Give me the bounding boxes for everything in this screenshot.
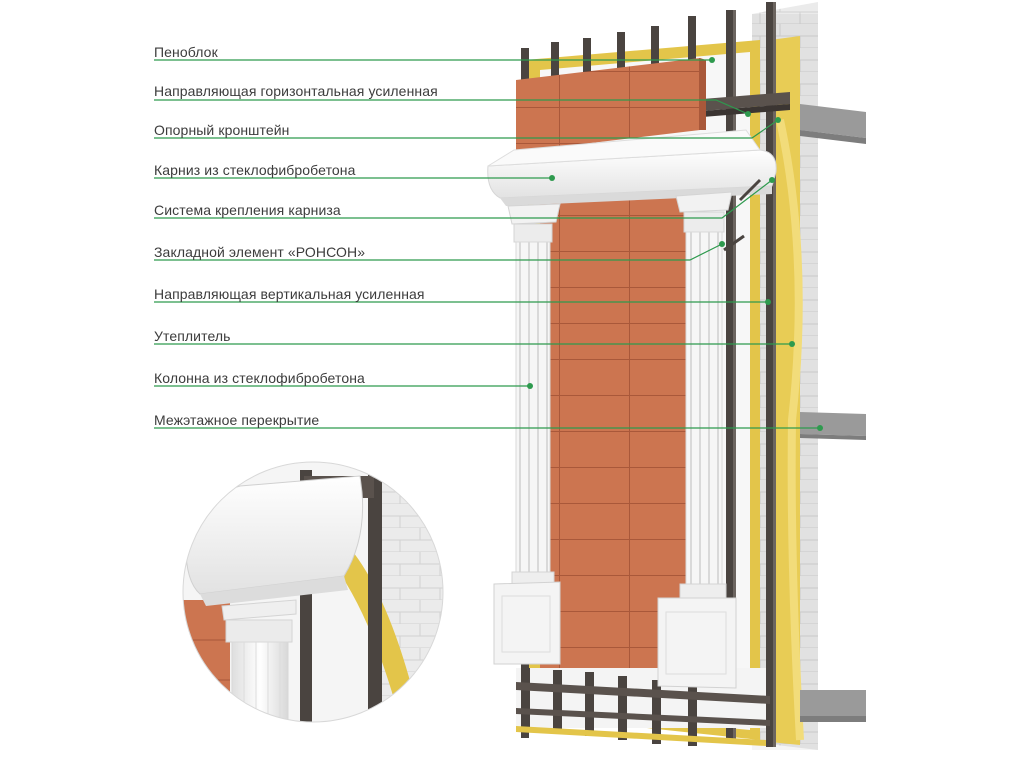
leader-lines bbox=[154, 59, 820, 429]
leader-dots bbox=[527, 57, 823, 431]
label-bracket: Опорный кронштейн bbox=[154, 122, 290, 138]
floor-slabs bbox=[800, 104, 866, 722]
label-column: Колонна из стеклофибробетона bbox=[154, 370, 365, 386]
tile-cladding bbox=[540, 186, 690, 690]
leader-embedded-element bbox=[154, 243, 723, 261]
leader-bracket bbox=[154, 119, 779, 139]
gfrc-column-right bbox=[657, 191, 737, 689]
leader-guide-horizontal bbox=[154, 99, 749, 115]
upper-tile-cladding bbox=[516, 58, 706, 152]
gfrc-column-left bbox=[493, 203, 561, 665]
leader-cornice-mount bbox=[154, 179, 773, 219]
label-embedded-element: Закладной элемент «РОНСОН» bbox=[154, 244, 366, 260]
gfrc-cornice bbox=[487, 129, 777, 206]
label-guide-horizontal: Направляющая горизонтальная усиленная bbox=[154, 83, 438, 99]
label-guide-vertical: Направляющая вертикальная усиленная bbox=[154, 286, 425, 302]
label-insulation: Утеплитель bbox=[154, 328, 231, 344]
cornice-mounting-parts bbox=[723, 178, 762, 252]
label-penoblok: Пеноблок bbox=[154, 44, 218, 60]
label-floor-slab: Межэтажное перекрытие bbox=[154, 412, 320, 428]
detail-inset bbox=[182, 461, 444, 723]
label-cornice: Карниз из стеклофибробетона bbox=[154, 162, 356, 178]
label-cornice-mount: Система крепления карниза bbox=[154, 202, 341, 218]
